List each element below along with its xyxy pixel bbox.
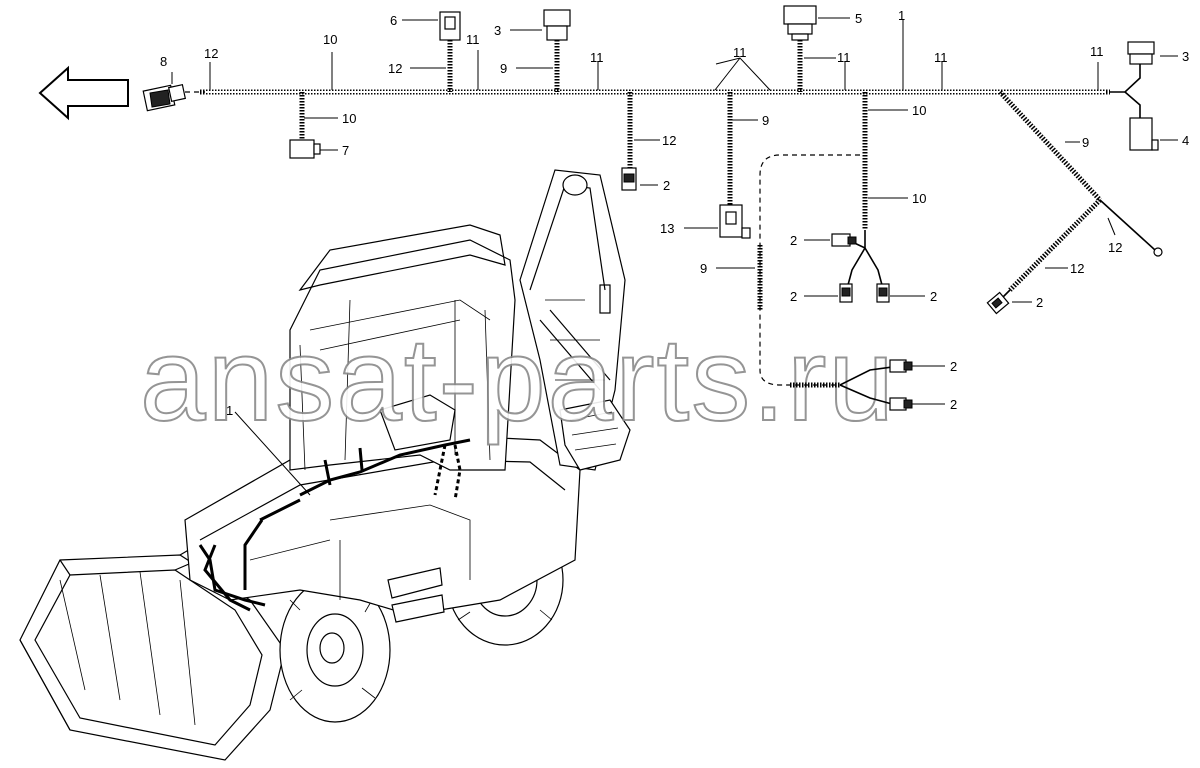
callout-11-e: 11 [934,50,948,65]
callout-labels: 1 1 2 2 2 2 2 2 2 3 3 4 5 6 7 8 9 9 9 9 … [160,8,1189,418]
connector-2-f [889,397,913,411]
leader-lines [171,17,1178,496]
callout-11-a: 11 [466,32,480,47]
callout-3-b: 3 [1182,49,1189,64]
connector-2-d [876,283,890,303]
callout-2-a: 2 [663,178,670,193]
callout-5: 5 [855,11,862,26]
callout-9-b: 9 [762,113,769,128]
callout-12-d: 12 [1108,240,1122,255]
connector-2-b [831,233,857,247]
callout-10-d: 10 [912,191,926,206]
callout-11-f: 11 [1090,44,1104,59]
callout-12-b: 12 [388,61,402,76]
callout-12-e: 12 [1070,261,1084,276]
callout-6: 6 [390,13,397,28]
connector-8 [142,83,187,112]
connectors [142,5,1159,411]
harness-wires [185,40,1163,405]
callout-11-d: 11 [837,50,851,65]
callout-9-d: 9 [700,261,707,276]
callout-10-c: 10 [912,103,926,118]
connector-2-g [986,291,1010,315]
callout-1-machine: 1 [226,403,233,418]
callout-2-g: 2 [1036,295,1043,310]
callout-9-a: 9 [500,61,507,76]
connector-13 [719,204,751,239]
callout-9-c: 9 [1082,135,1089,150]
callout-10-b: 10 [342,111,356,126]
callout-12-a: 12 [204,46,218,61]
callout-12-c: 12 [662,133,676,148]
connector-2-a [621,167,637,191]
backhoe-loader-drawing [19,169,631,761]
callout-1-top: 1 [898,8,905,23]
connector-3-right [1127,41,1155,65]
callout-4: 4 [1182,133,1189,148]
callout-2-e: 2 [950,359,957,374]
callout-3-a: 3 [494,23,501,38]
left-arrow-icon [38,65,129,121]
connector-3-middle [543,9,571,41]
callout-11-b: 11 [590,50,604,65]
callout-2-b: 2 [790,233,797,248]
callout-2-c: 2 [790,289,797,304]
callout-13: 13 [660,221,674,236]
callout-10-a: 10 [323,32,337,47]
callout-8: 8 [160,54,167,69]
connector-6 [439,11,461,41]
callout-2-d: 2 [930,289,937,304]
connector-7 [289,139,321,159]
callout-11-c: 11 [733,45,747,60]
callout-7: 7 [342,143,349,158]
connector-2-c [839,283,853,303]
callout-2-f: 2 [950,397,957,412]
connector-4 [1129,117,1159,151]
connector-2-e [889,359,913,373]
connector-5 [783,5,817,41]
watermark: ansat-parts.ru [140,314,896,446]
